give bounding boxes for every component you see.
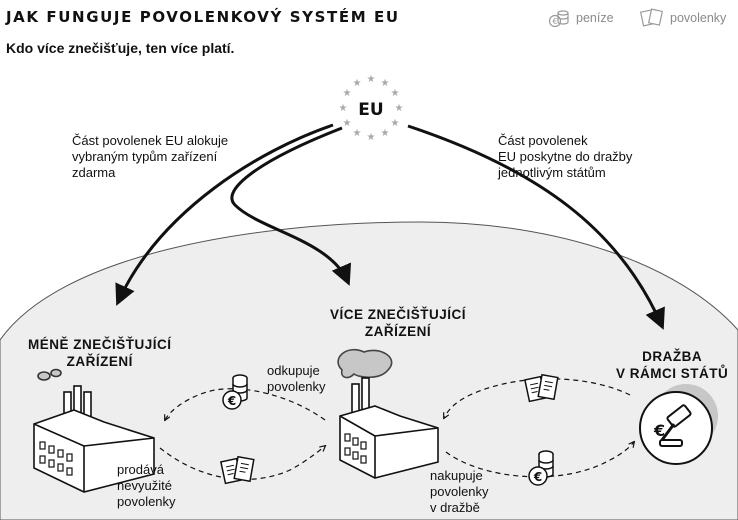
svg-text:★: ★ xyxy=(343,88,352,99)
dashed-arrow-buy xyxy=(165,388,326,420)
svg-text:€: € xyxy=(653,421,665,440)
eu-auction-line-2: EU poskytne do dražby xyxy=(498,149,633,164)
dashed-arrow-more-to-auction xyxy=(445,442,634,478)
eu-auction-line-1: Část povolenek xyxy=(498,133,588,148)
buys-auction-line-1: nakupuje xyxy=(430,468,483,483)
more-polluting-heading: VÍCE ZNEČIŠŤUJÍCÍ ZAŘÍZENÍ xyxy=(330,306,466,340)
eu-allocation-line-2: vybraným typům zařízení xyxy=(72,149,218,164)
buys-line-1: odkupuje xyxy=(267,363,320,378)
page-title: JAK FUNGUJE POVOLENKOVÝ SYSTÉM EU xyxy=(6,8,400,26)
svg-text:€: € xyxy=(533,470,542,484)
legend-money-label: peníze xyxy=(576,11,614,25)
sells-line-3: povolenky xyxy=(117,494,176,509)
sells-line-1: prodává xyxy=(117,462,164,477)
eu-allocation-line-3: zdarma xyxy=(72,165,116,180)
sells-label: prodává nevyužité povolenky xyxy=(117,462,176,510)
less-polluting-line-1: MÉNĚ ZNEČIŠŤUJÍCÍ xyxy=(28,337,172,352)
less-polluting-heading: MÉNĚ ZNEČIŠŤUJÍCÍ ZAŘÍZENÍ xyxy=(28,336,172,370)
svg-text:★: ★ xyxy=(391,118,400,129)
arrow-eu-to-auction xyxy=(407,124,665,330)
documents-icon xyxy=(640,8,664,27)
svg-text:★: ★ xyxy=(381,128,390,139)
svg-text:★: ★ xyxy=(367,132,376,143)
legend-allowances-label: povolenky xyxy=(670,11,727,25)
svg-text:★: ★ xyxy=(353,128,362,139)
auction-gavel-icon: € xyxy=(639,384,718,465)
buys-auction-line-3: v dražbě xyxy=(430,500,480,515)
less-polluting-line-2: ZAŘÍZENÍ xyxy=(66,354,133,369)
svg-text:★: ★ xyxy=(391,88,400,99)
svg-text:★: ★ xyxy=(381,78,390,89)
more-polluting-line-2: ZAŘÍZENÍ xyxy=(364,324,432,339)
svg-text:★: ★ xyxy=(339,103,348,114)
factory-less-polluting-icon xyxy=(33,368,155,493)
buys-auction-line-2: povolenky xyxy=(430,484,489,499)
auction-line-2: V RÁMCI STÁTŮ xyxy=(616,366,729,381)
buys-line-2: povolenky xyxy=(267,379,326,394)
documents-sell-icon xyxy=(219,455,255,485)
coins-auction-icon: € xyxy=(528,450,554,486)
coins-buy-icon: € xyxy=(222,374,248,410)
buys-auction-label: nakupuje povolenky v dražbě xyxy=(430,468,489,516)
arrow-eu-to-less xyxy=(115,123,334,306)
documents-auction-icon xyxy=(523,373,559,403)
buys-label: odkupuje povolenky xyxy=(267,363,326,395)
svg-text:★: ★ xyxy=(343,118,352,129)
eu-emblem: ★ ★ ★ ★ ★ ★ ★ ★ ★ ★ ★ ★ EU xyxy=(339,74,404,143)
eu-label: EU xyxy=(358,100,383,120)
svg-text:★: ★ xyxy=(367,74,376,85)
svg-text:€: € xyxy=(552,17,557,26)
eu-allocation-line-1: Část povolenek EU alokuje xyxy=(72,133,229,148)
eu-allocation-text: Část povolenek EU alokuje vybraným typům… xyxy=(72,133,228,181)
auction-line-1: DRAŽBA xyxy=(642,349,703,364)
eu-auction-text: Část povolenek EU poskytne do dražby jed… xyxy=(498,133,632,181)
svg-text:★: ★ xyxy=(395,103,404,114)
dashed-arrow-sell xyxy=(159,446,325,480)
page-subtitle: Kdo více znečišťuje, ten více platí. xyxy=(6,40,235,56)
auction-heading: DRAŽBA V RÁMCI STÁTŮ xyxy=(616,348,728,382)
svg-text:€: € xyxy=(227,394,236,408)
factory-more-polluting-icon xyxy=(337,348,439,479)
svg-text:★: ★ xyxy=(353,78,362,89)
eu-auction-line-3: jednotlivým státům xyxy=(498,165,606,180)
arrow-eu-to-more xyxy=(230,126,352,286)
more-polluting-line-1: VÍCE ZNEČIŠŤUJÍCÍ xyxy=(330,307,467,322)
eu-stars: ★ ★ ★ ★ ★ ★ ★ ★ ★ ★ ★ ★ xyxy=(339,74,404,143)
coins-icon: € xyxy=(548,10,569,28)
sells-line-2: nevyužité xyxy=(117,478,172,493)
